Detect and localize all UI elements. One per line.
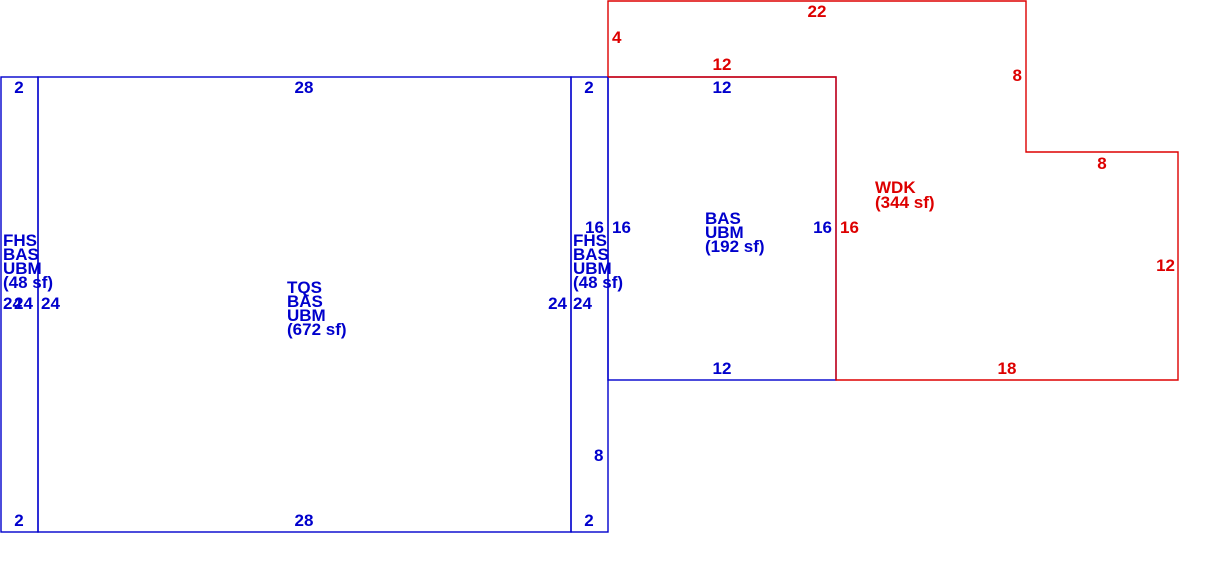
dim-wdk-top-step: 12 [713,55,732,74]
dim-tqs-top: 28 [295,78,314,97]
dim-bas-top: 12 [713,78,732,97]
fhs-right-code-3: UBM [573,259,612,278]
dim-wdk-step-horizontal: 8 [1097,154,1106,173]
fhs-right-area: (48 sf) [573,273,623,292]
dim-wdk-left-notch: 4 [612,28,622,47]
fhs-left-area: (48 sf) [3,273,53,292]
dim-fhs-right-lower: 8 [594,446,603,465]
fhs-left-code-3: UBM [3,259,42,278]
dim-tqs-bottom: 28 [295,511,314,530]
tqs-code-1: TQS [287,278,322,297]
fhs-right-code-2: BAS [573,245,609,264]
wdk-outline [607,0,1179,381]
bas-area: (192 sf) [705,237,765,256]
tqs-code-2: BAS [287,292,323,311]
bas-code-2: UBM [705,223,744,242]
tqs-area: (672 sf) [287,320,347,339]
dim-wdk-step-vertical: 8 [1013,66,1022,85]
dim-tqs-left: 24 [41,294,60,313]
tqs-code-3: UBM [287,306,326,325]
dim-fhs-right-left: 24 [573,294,592,313]
bas-code-1: BAS [705,209,741,228]
fhs-left-code-1: FHS [3,231,37,250]
dim-fhs-right-top: 2 [584,78,593,97]
dim-fhs-left-bottom: 2 [14,511,23,530]
wdk-area: (344 sf) [875,193,935,212]
dim-fhs-left-top: 2 [14,78,23,97]
dim-fhs-right-upper: 16 [585,218,604,237]
dim-wdk-right: 12 [1156,256,1175,275]
dim-fhs-left-side-a: 24 [3,294,22,313]
dim-bas-right: 16 [813,218,832,237]
fhs-left-code-2: BAS [3,245,39,264]
dim-wdk-bottom: 18 [998,359,1017,378]
dim-fhs-right-bottom: 2 [584,511,593,530]
wdk-code: WDK [875,178,916,197]
fhs-right-code-1: FHS [573,231,607,250]
dim-bas-left: 16 [612,218,631,237]
dim-bas-bottom: 12 [713,359,732,378]
dim-fhs-left-side-b: 24 [14,294,33,313]
dim-tqs-right: 24 [548,294,567,313]
dim-wdk-top: 22 [808,2,827,21]
dim-wdk-left: 16 [840,218,859,237]
